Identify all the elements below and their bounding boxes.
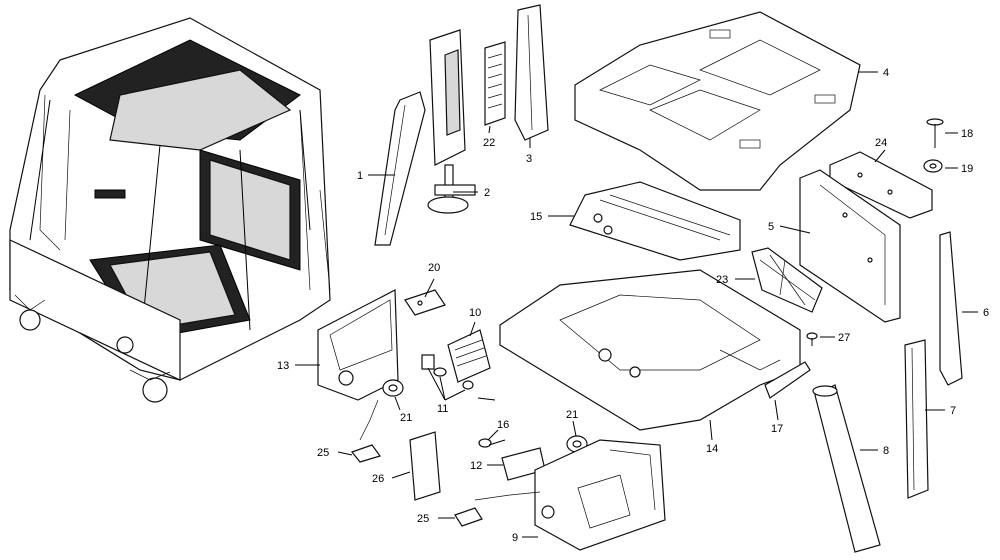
part-14-floor-pan [499,269,801,431]
part-9-side-console [534,439,666,551]
callout-22: 22 [483,137,495,149]
part-23-mesh-grille [751,247,823,313]
part-19-washer [923,159,943,173]
callout-23: 23 [716,274,728,286]
part-1-pillar-trim [374,91,426,246]
callout-3: 3 [526,153,532,165]
callout-4: 4 [883,67,889,79]
part-25-label-lower [454,491,541,527]
callout-9: 9 [512,532,518,544]
callout-13: 13 [277,360,289,372]
callout-7: 7 [950,405,956,417]
part-4-roof-liner [574,11,861,191]
callout-21-upper: 21 [400,412,412,424]
leader-lines [295,71,978,538]
callout-11: 11 [437,403,448,415]
part-25-label-upper [351,399,381,463]
callout-labels: 1 2 3 4 5 6 7 8 9 10 11 12 13 14 15 16 1… [277,67,989,544]
callout-20: 20 [428,262,440,274]
callout-15: 15 [530,211,542,223]
part-18-screw [926,118,944,148]
part-11-clips [421,354,496,401]
part-13-console-cover [317,289,399,401]
part-6-side-trim [939,231,963,386]
callout-16: 16 [497,419,509,431]
callout-6: 6 [983,307,989,319]
part-27-bolt [806,332,818,346]
part-8-long-trim [812,384,881,553]
callout-8: 8 [883,445,889,457]
cab-frame-assembly [9,17,331,403]
callout-19: 19 [961,163,973,175]
part-2-pillar-handle [427,29,476,214]
callout-14: 14 [706,443,718,455]
callout-2: 2 [484,187,490,199]
part-20-plate [404,289,446,316]
callout-12: 12 [470,460,482,472]
part-16-bolt [478,438,506,448]
part-5-rear-panel [799,169,901,323]
callout-17: 17 [771,423,783,435]
part-3-rear-pillar [514,4,549,141]
callout-10: 10 [469,307,481,319]
callout-21-lower: 21 [566,409,578,421]
callout-5: 5 [768,221,774,233]
callout-26: 26 [372,473,384,485]
callout-27: 27 [838,332,850,344]
part-10-vent-cover [447,329,491,383]
part-21-grommet-upper [382,379,404,397]
part-26-cover-plate [409,431,441,501]
callout-25-upper: 25 [317,447,329,459]
callout-18: 18 [961,128,973,140]
part-17-bracket-strip [764,361,811,399]
callout-1: 1 [357,170,363,182]
callout-25-lower: 25 [417,513,429,525]
part-7-channel-trim [904,339,929,499]
part-22-grille [484,41,506,126]
callout-24: 24 [875,137,887,149]
part-15-floor-plate [569,181,741,261]
